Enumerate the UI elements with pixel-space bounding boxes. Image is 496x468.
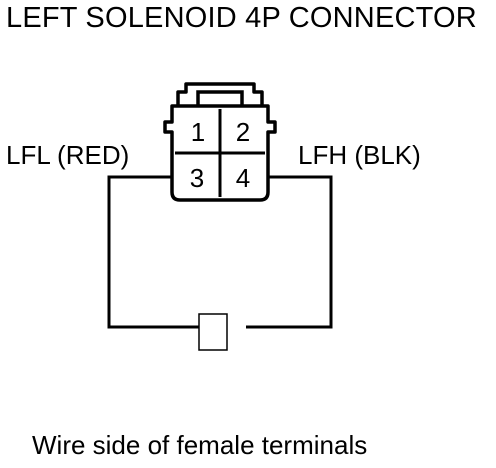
diagram-title: LEFT SOLENOID 4P CONNECTOR: [6, 2, 477, 34]
solenoid-element: [198, 313, 228, 351]
left-wire-label: LFL (RED): [6, 140, 130, 170]
right-wire-label: LFH (BLK): [298, 140, 421, 170]
pin-3-number: 3: [190, 163, 204, 193]
connector-lock-tab: [176, 82, 264, 106]
pin-2-number: 2: [236, 117, 250, 147]
pin-1-number: 1: [191, 117, 205, 147]
connector-lock-tab-inner: [196, 90, 244, 106]
wire-right: [246, 175, 333, 329]
pin-4-number: 4: [236, 163, 250, 193]
diagram-caption: Wire side of female terminals: [32, 430, 368, 460]
wire-left: [107, 175, 199, 329]
